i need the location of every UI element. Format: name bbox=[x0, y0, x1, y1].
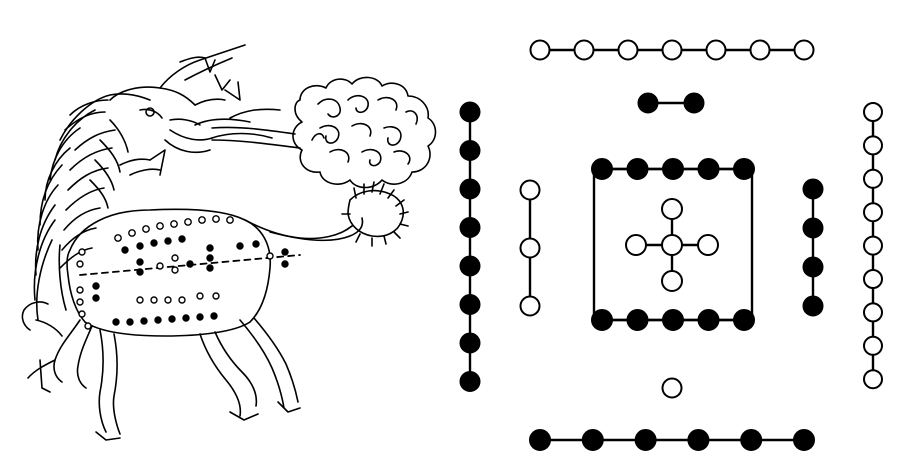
right-outer-dot-1 bbox=[863, 102, 883, 122]
bottom-dot-2 bbox=[581, 429, 604, 451]
left-outer-dot-2 bbox=[459, 140, 481, 161]
left-outer-dot-3 bbox=[459, 178, 481, 200]
bottom-dot-6 bbox=[793, 429, 815, 451]
right-outer-dot-7 bbox=[863, 302, 883, 323]
right-outer-dot-8 bbox=[863, 335, 883, 356]
center-cross-dot-3 bbox=[661, 234, 683, 256]
lower-center-dot-1 bbox=[661, 377, 683, 399]
upper-center-dot-1 bbox=[637, 92, 659, 114]
square-top-dot-5 bbox=[733, 158, 755, 180]
center-cross-dot-1 bbox=[661, 198, 683, 220]
dragon-head bbox=[109, 44, 281, 176]
center-cross-dot-4 bbox=[697, 234, 719, 256]
left-outer-dot-7 bbox=[459, 332, 481, 354]
left-outer-dot-4 bbox=[459, 217, 481, 238]
top-dot-2 bbox=[573, 39, 595, 61]
cloud-breath bbox=[292, 76, 437, 189]
right-outer-dot-9 bbox=[863, 369, 883, 390]
square-bottom-dot-3 bbox=[662, 309, 684, 331]
right-outer-dot-3 bbox=[863, 168, 883, 189]
top-dot-5 bbox=[705, 39, 727, 61]
hetu-diagram bbox=[459, 39, 883, 451]
horse-tail bbox=[269, 181, 409, 247]
body-dots bbox=[76, 215, 289, 330]
horse-mane bbox=[33, 93, 151, 321]
upper-center-dot-2 bbox=[683, 92, 705, 114]
right-inner-dot-1 bbox=[802, 178, 824, 200]
top-dot-7 bbox=[793, 39, 815, 61]
top-dot-1 bbox=[529, 39, 551, 61]
center-cross-dot-5 bbox=[661, 270, 683, 292]
square-bottom-dot-4 bbox=[697, 309, 720, 331]
square-top-dot-3 bbox=[662, 158, 684, 180]
square-bottom-dot-5 bbox=[733, 309, 755, 331]
center-cross-dot-2 bbox=[625, 234, 647, 256]
top-dot-3 bbox=[617, 39, 639, 61]
top-dot-4 bbox=[661, 39, 683, 61]
left-inner-dot-1 bbox=[519, 179, 541, 201]
left-outer-dot-1 bbox=[459, 101, 481, 123]
square-bottom-dot-2 bbox=[626, 309, 649, 331]
right-outer-dot-4 bbox=[863, 202, 883, 223]
horse-legs bbox=[21, 301, 301, 441]
left-inner-dot-3 bbox=[519, 295, 541, 317]
left-outer-dot-6 bbox=[459, 294, 481, 315]
right-inner-dot-2 bbox=[802, 217, 824, 239]
top-dot-6 bbox=[749, 39, 771, 61]
bottom-dot-3 bbox=[634, 429, 657, 451]
right-outer-dot-5 bbox=[863, 235, 883, 256]
square-bottom-dot-1 bbox=[591, 309, 613, 331]
breath-stream bbox=[211, 126, 301, 149]
bottom-dot-5 bbox=[740, 429, 763, 451]
right-outer-dot-2 bbox=[863, 135, 883, 156]
left-inner-dot-2 bbox=[519, 237, 541, 259]
square-top-dot-2 bbox=[626, 158, 649, 180]
right-inner-dot-4 bbox=[802, 295, 824, 317]
bottom-dot-4 bbox=[687, 429, 710, 451]
bottom-dot-1 bbox=[529, 429, 551, 451]
square-top-dot-4 bbox=[697, 158, 720, 180]
left-outer-dot-5 bbox=[459, 255, 481, 277]
right-outer-dot-6 bbox=[863, 269, 883, 289]
dragon-horse-illustration bbox=[21, 44, 437, 441]
square-top-dot-1 bbox=[591, 158, 613, 180]
left-outer-dot-8 bbox=[459, 371, 481, 392]
right-inner-dot-3 bbox=[802, 256, 824, 278]
